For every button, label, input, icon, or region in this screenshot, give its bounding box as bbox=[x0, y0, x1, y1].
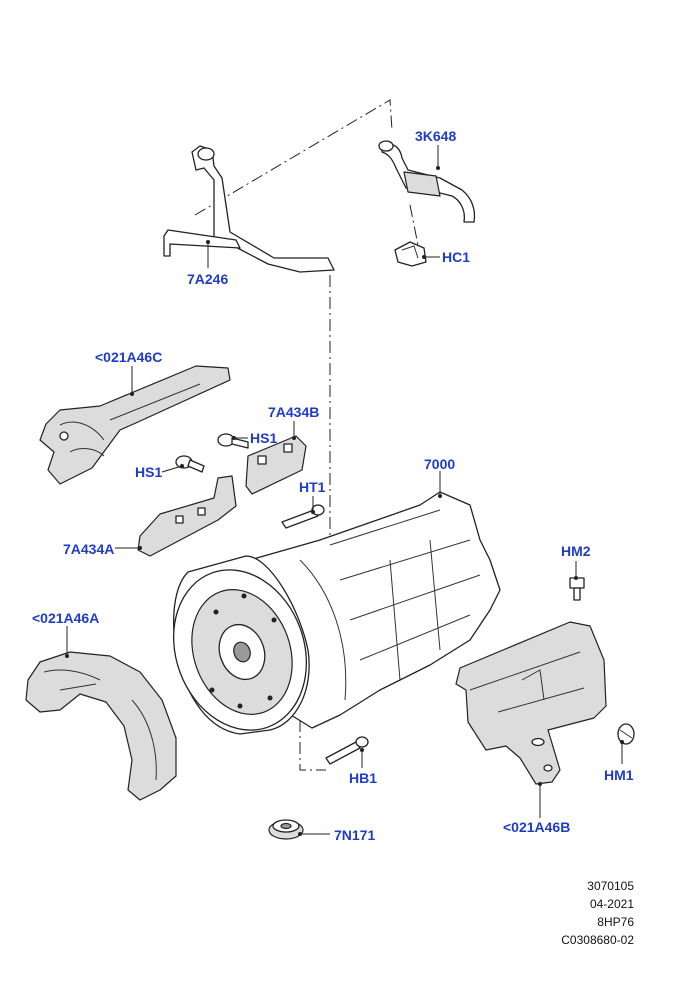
callout-3k648[interactable]: 3K648 bbox=[415, 128, 457, 144]
plug-hm1[interactable] bbox=[617, 723, 635, 745]
transmission-model: 8HP76 bbox=[597, 915, 634, 929]
callout-hs1-upper[interactable]: HS1 bbox=[250, 430, 278, 446]
transmission-7000[interactable] bbox=[152, 491, 501, 749]
screw-hs1-lower[interactable] bbox=[175, 455, 205, 473]
bracket-7a434a[interactable] bbox=[137, 475, 237, 557]
heat-shield-021a46b[interactable] bbox=[455, 621, 607, 785]
clip-hc1[interactable] bbox=[394, 241, 427, 267]
callout-7a434a[interactable]: 7A434A bbox=[63, 541, 115, 557]
breather-tube-3k648[interactable] bbox=[378, 140, 476, 223]
callout-hs1-lower[interactable]: HS1 bbox=[135, 464, 163, 480]
assembly-line-hc1 bbox=[409, 204, 419, 246]
bracket-7a434b[interactable] bbox=[245, 435, 307, 495]
bolt-ht1[interactable] bbox=[281, 504, 325, 529]
bolt-hb1[interactable] bbox=[325, 736, 369, 765]
callout-hb1[interactable]: HB1 bbox=[349, 770, 378, 786]
screw-hs1-upper[interactable] bbox=[217, 433, 249, 449]
assembly-line-hb1 bbox=[299, 720, 326, 771]
callout-021a46c[interactable]: <021A46C bbox=[95, 349, 163, 365]
heat-shield-021a46a[interactable] bbox=[25, 651, 177, 801]
vent-pipe-7a246[interactable] bbox=[163, 145, 335, 273]
callout-ht1[interactable]: HT1 bbox=[299, 479, 326, 495]
heat-shield-021a46c[interactable] bbox=[39, 365, 231, 485]
callout-021a46b[interactable]: <021A46B bbox=[503, 819, 571, 835]
callout-hm2[interactable]: HM2 bbox=[561, 543, 591, 559]
diagram-number: 3070105 bbox=[587, 879, 634, 893]
assembly-line-pipe bbox=[194, 99, 393, 216]
callout-7000[interactable]: 7000 bbox=[424, 456, 456, 472]
callout-hc1[interactable]: HC1 bbox=[442, 249, 471, 265]
callout-7a434b[interactable]: 7A434B bbox=[268, 404, 320, 420]
callout-7a246[interactable]: 7A246 bbox=[187, 271, 229, 287]
diagram-date: 04-2021 bbox=[589, 897, 634, 911]
callout-021a46a[interactable]: <021A46A bbox=[32, 610, 100, 626]
illustration-code: C0308680-02 bbox=[561, 933, 634, 947]
plug-7n171[interactable] bbox=[268, 819, 304, 840]
callout-hm1[interactable]: HM1 bbox=[604, 767, 634, 783]
leader-hs1-lower bbox=[161, 465, 183, 473]
callout-7n171[interactable]: 7N171 bbox=[334, 827, 376, 843]
bolt-hm2[interactable] bbox=[569, 577, 585, 601]
